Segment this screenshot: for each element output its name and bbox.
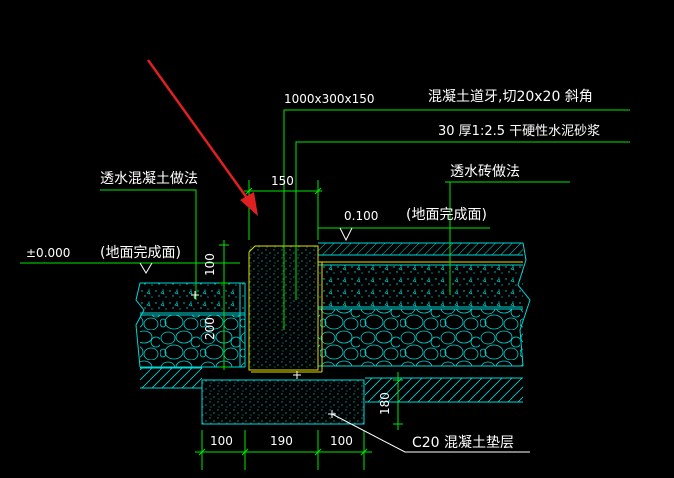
curb-desc-label: 混凝土道牙,切20x20 斜角 (428, 89, 593, 105)
elevation-left: ±0.000 (26, 246, 70, 260)
dim-bottom-100-left: 100 (210, 434, 233, 448)
concrete-base (201, 379, 365, 425)
right-section (318, 242, 531, 403)
text-labels: 1000x300x150 混凝土道牙,切20x20 斜角 30 厚1:2.5 干… (26, 89, 600, 451)
curb-stone (248, 245, 323, 373)
elevation-left-note: (地面完成面) (100, 245, 181, 261)
dim-180-vertical: 180 (378, 392, 392, 415)
dim-bottom-100-right: 100 (330, 434, 353, 448)
dim-200-vertical: 200 (203, 317, 217, 340)
curb-size-label: 1000x300x150 (284, 92, 375, 106)
dim-top-150: 150 (271, 174, 294, 188)
elevation-right: 0.100 (344, 209, 378, 223)
elevation-right-note: (地面完成面) (406, 207, 487, 223)
left-method-label: 透水混凝土做法 (100, 171, 198, 187)
left-section (135, 282, 246, 389)
base-label: C20 混凝土垫层 (412, 435, 514, 451)
right-method-label: 透水砖做法 (450, 164, 520, 180)
dimension-lines (20, 109, 630, 470)
red-annotation-arrow (146, 59, 258, 216)
dim-bottom-190: 190 (270, 434, 293, 448)
mortar-desc-label: 30 厚1:2.5 干硬性水泥砂浆 (438, 124, 600, 139)
dim-100-vertical: 100 (203, 253, 217, 276)
